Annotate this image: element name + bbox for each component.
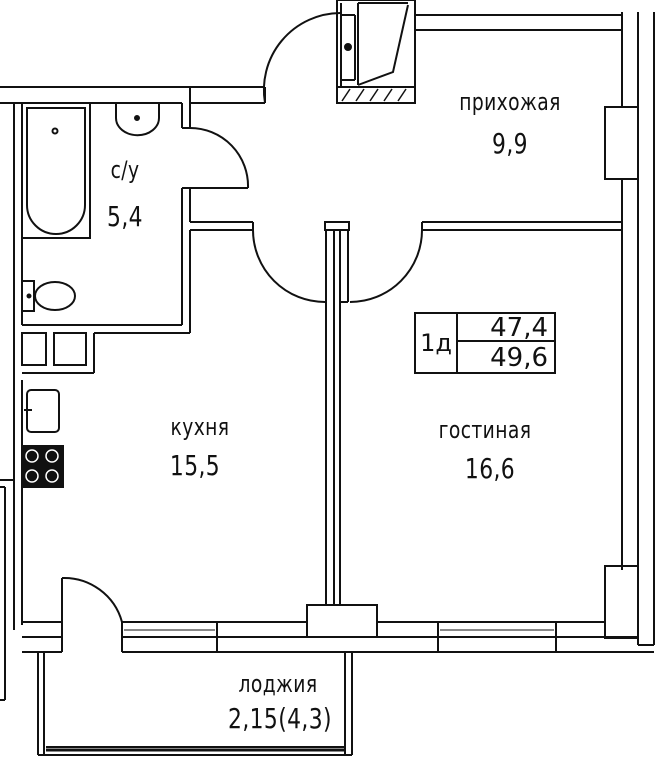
living-room-label: гостиная [438,416,532,444]
total-area-with-loggia: 49,6 [490,343,548,373]
loggia-area: 2,15(4,3) [228,702,332,735]
bathroom-label: с/у [110,156,140,184]
doors [61,12,423,623]
hallway-area: 9,9 [492,127,528,160]
total-area: 47,4 [458,314,554,342]
apartment-info-badge: 1д 47,4 49,6 [414,312,556,374]
bathroom-area: 5,4 [107,200,143,233]
kitchen-sink [24,389,60,433]
apartment-type: 1д [416,314,458,372]
bathtub [21,102,91,239]
sink [115,103,160,137]
walls [0,12,655,756]
kitchen-label: кухня [170,413,230,441]
loggia-label: лоджия [238,670,318,698]
toilet [21,280,76,312]
hallway-label: прихожая [459,88,561,116]
kitchen-area: 15,5 [169,449,221,482]
stove [21,445,64,488]
shaft [336,0,416,104]
living-room-area: 16,6 [464,452,516,485]
